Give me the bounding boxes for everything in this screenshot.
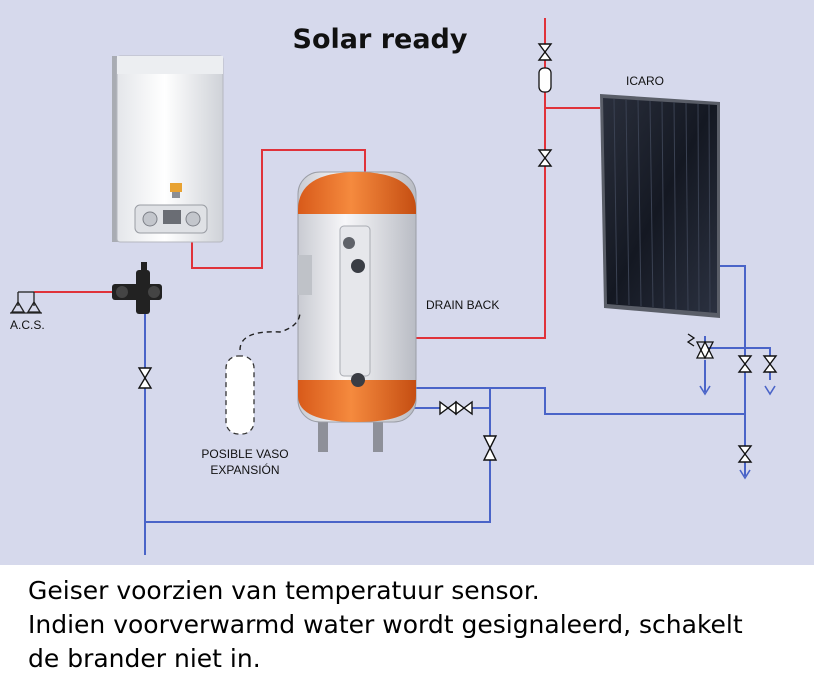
drain-outlets (699, 385, 776, 480)
expansion-label-line2: EXPANSIÓN (210, 463, 280, 477)
caption: Geiser voorzien van temperatuur sensor. … (28, 574, 808, 676)
expansion-vessel (225, 311, 301, 435)
hot-water-pipes (34, 18, 600, 339)
expansion-vessel-label: POSIBLE VASO EXPANSIÓN (180, 446, 310, 478)
storage-tank (297, 171, 417, 452)
diagram-panel: Solar ready ICARO DRAIN BACK A.C.S. POSI… (0, 0, 814, 565)
collector-label: ICARO (626, 74, 665, 88)
safety-valve (686, 333, 715, 360)
caption-line-3: de brander niet in. (28, 644, 261, 673)
water-heater (112, 55, 224, 243)
air-separator (538, 67, 552, 93)
acs-label: A.C.S. (10, 318, 45, 332)
caption-line-2: Indien voorverwarmd water wordt gesignal… (28, 610, 743, 639)
drain-back-label: DRAIN BACK (426, 298, 500, 312)
acs-taps (10, 291, 42, 314)
shutoff-valves (137, 43, 778, 463)
caption-line-1: Geiser voorzien van temperatuur sensor. (28, 576, 540, 605)
diagram-title: Solar ready (292, 24, 468, 55)
solar-collector (600, 94, 720, 318)
schematic (10, 18, 778, 555)
mixing-valve (112, 262, 162, 314)
cold-water-pipes (144, 265, 771, 555)
expansion-label-line1: POSIBLE VASO (201, 447, 289, 461)
